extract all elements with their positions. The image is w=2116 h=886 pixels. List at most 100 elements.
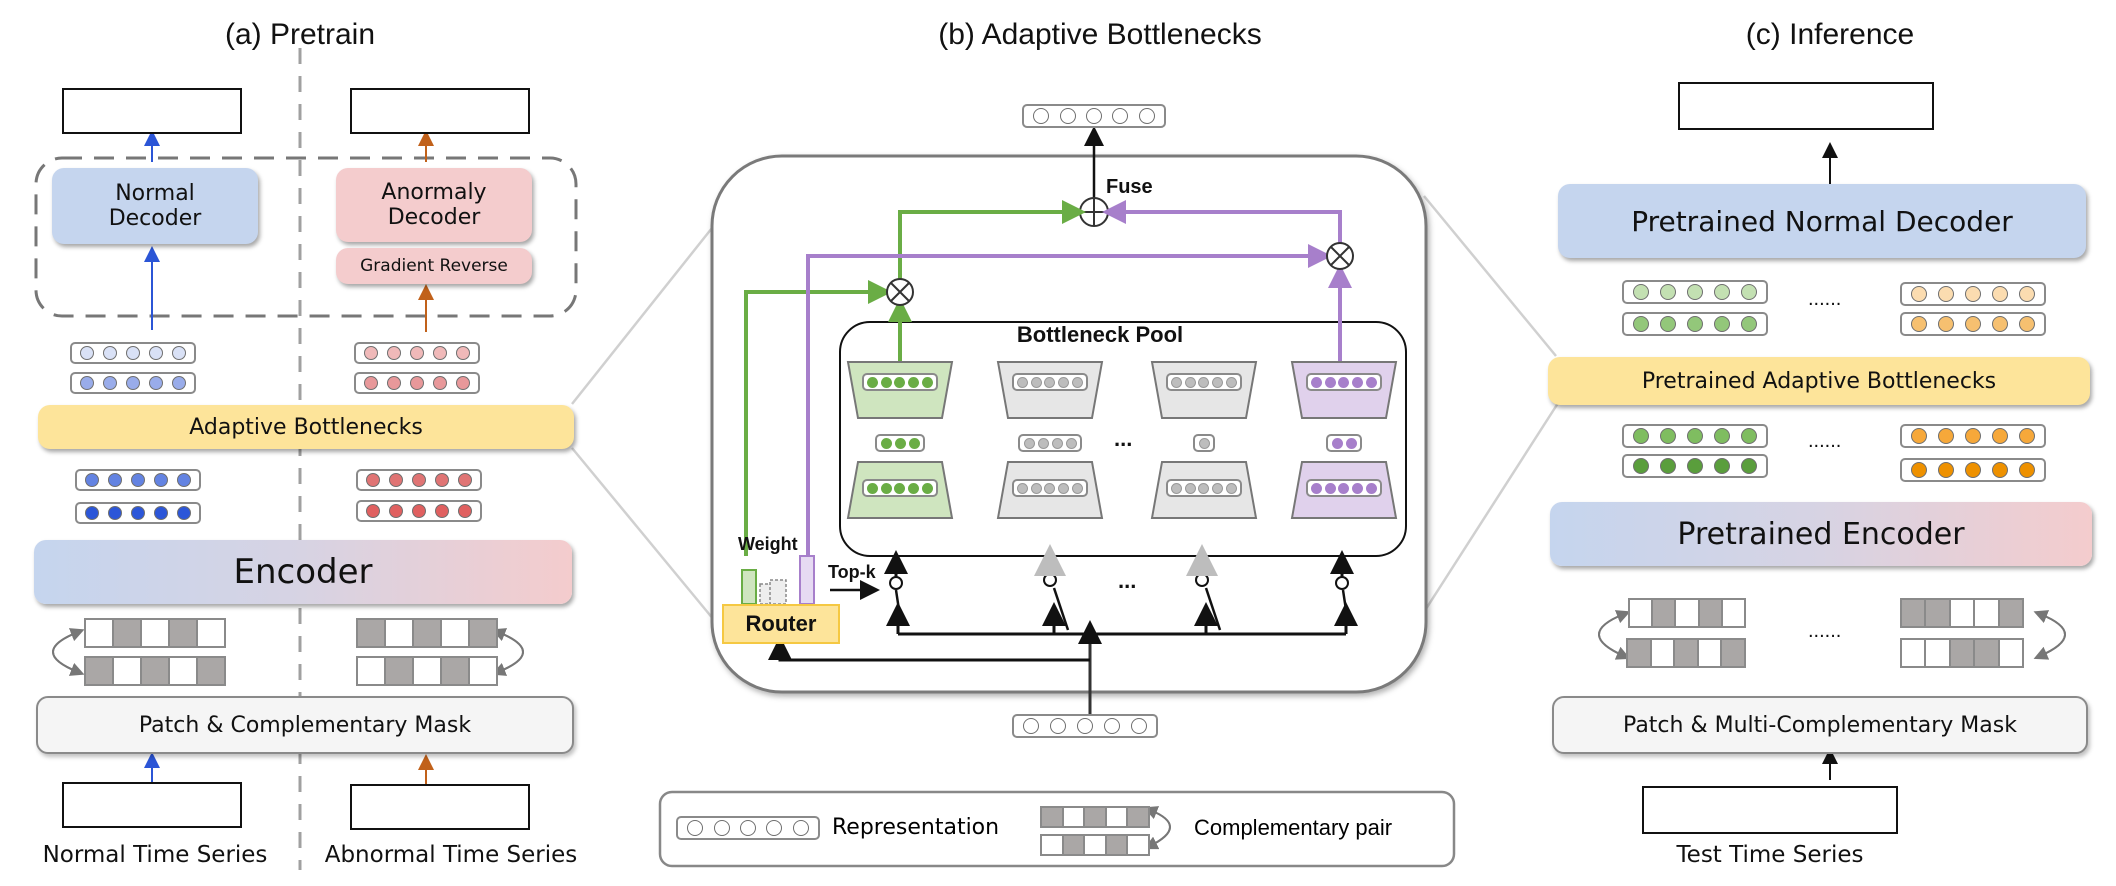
inference-output-plot	[1678, 82, 1934, 130]
legend-representation-label: Representation	[832, 815, 1000, 840]
representation-node	[687, 820, 704, 836]
legend-mask-1	[1040, 806, 1150, 828]
anomaly-bottleneck-rep-light	[354, 342, 480, 364]
bottleneck-pool-label: Bottleneck Pool	[1016, 322, 1184, 347]
representation-node	[108, 473, 123, 487]
representation-node	[1911, 316, 1928, 332]
representation-node	[434, 504, 449, 518]
representation-node	[103, 376, 118, 390]
representation-node	[85, 506, 100, 520]
representation-node	[1633, 316, 1650, 332]
anomaly-decoder-label: Anormaly Decoder	[381, 179, 487, 230]
switch-3	[1186, 544, 1222, 634]
representation-node	[1713, 428, 1730, 444]
representation-node	[1044, 482, 1056, 494]
representation-node	[171, 376, 186, 390]
representation-node	[1991, 316, 2008, 332]
representation-node	[125, 346, 140, 360]
normal-series-output-plot	[62, 88, 242, 134]
representation-node	[1076, 718, 1093, 734]
representation-node	[80, 376, 95, 390]
representation-node	[1938, 428, 1955, 444]
inf-orange-rep-1	[1900, 424, 2046, 448]
representation-node	[894, 376, 906, 388]
masked-patch	[442, 658, 470, 684]
visible-patch	[1085, 836, 1107, 854]
representation-node	[1660, 458, 1677, 474]
pool-ellipsis: ...	[1114, 426, 1133, 451]
representation-node	[867, 482, 879, 494]
representation-node	[1184, 376, 1196, 388]
visible-patch	[442, 620, 470, 646]
representation-node	[1130, 718, 1147, 734]
representation-node	[387, 346, 402, 360]
inf-green-rep-mid	[1622, 312, 1768, 336]
normal-decoder-box: Normal Decoder	[52, 168, 258, 244]
switch-4	[1330, 550, 1358, 634]
visible-patch	[470, 658, 496, 684]
normal-encoder-rep-1	[75, 469, 201, 491]
bottleneck-pool-frame	[839, 321, 1407, 557]
masked-patch	[1653, 600, 1677, 626]
representation-node	[894, 482, 906, 494]
representation-node	[1071, 482, 1083, 494]
pretrained-decoder-box: Pretrained Normal Decoder	[1558, 184, 2086, 258]
visible-patch	[170, 658, 198, 684]
visible-patch	[414, 658, 442, 684]
representation-node	[1740, 458, 1757, 474]
visible-patch	[1999, 640, 2023, 666]
multiply-icon-green	[886, 278, 914, 306]
representation-node	[1365, 376, 1377, 388]
representation-node	[2018, 462, 2035, 478]
representation-node	[739, 820, 756, 836]
representation-node	[1713, 458, 1730, 474]
abnormal-mask-2	[356, 656, 498, 686]
representation-node	[434, 473, 449, 487]
representation-node	[880, 482, 892, 494]
masked-patch	[1128, 808, 1148, 826]
representation-node	[1030, 376, 1042, 388]
masked-patch	[170, 620, 198, 646]
inf-mask-left-1	[1628, 598, 1746, 628]
weight-bar-green	[741, 569, 757, 605]
legend-complementary-pair-label: Complementary pair	[1194, 815, 1393, 840]
representation-node	[894, 437, 906, 449]
representation-node	[1338, 482, 1350, 494]
representation-node	[411, 473, 426, 487]
representation-node	[1017, 482, 1029, 494]
representation-node	[1311, 482, 1323, 494]
representation-node	[1044, 376, 1056, 388]
bottleneck-internal-rep	[1306, 373, 1382, 391]
anomaly-series-output-plot	[350, 88, 530, 134]
representation-node	[108, 506, 123, 520]
masked-patch	[1926, 600, 1951, 626]
visible-patch	[1950, 600, 1976, 626]
representation-node	[1964, 428, 1981, 444]
representation-node	[455, 346, 470, 360]
representation-node	[1033, 108, 1050, 124]
representation-node	[1911, 286, 1928, 302]
weight-bar-gray2	[769, 579, 787, 605]
visible-patch	[1106, 808, 1129, 826]
legend-frame	[658, 790, 1456, 868]
switch-1	[884, 550, 910, 634]
visible-patch	[114, 658, 142, 684]
representation-node	[176, 473, 191, 487]
visible-patch	[1926, 640, 1951, 666]
representation-node	[1184, 482, 1196, 494]
legend-representation-icon	[676, 816, 820, 840]
representation-node	[1991, 286, 2008, 302]
representation-node	[1686, 458, 1703, 474]
representation-node	[1686, 428, 1703, 444]
representation-node	[130, 506, 145, 520]
masked-patch	[358, 620, 386, 646]
pretrained-encoder-label: Pretrained Encoder	[1677, 516, 1965, 552]
representation-node	[432, 376, 447, 390]
normal-series-label: Normal Time Series	[42, 842, 268, 868]
test-series-input-plot	[1642, 786, 1898, 834]
representation-node	[1331, 437, 1343, 449]
weight-bar-purple	[799, 555, 815, 605]
representation-node	[1071, 376, 1083, 388]
representation-node	[389, 504, 404, 518]
